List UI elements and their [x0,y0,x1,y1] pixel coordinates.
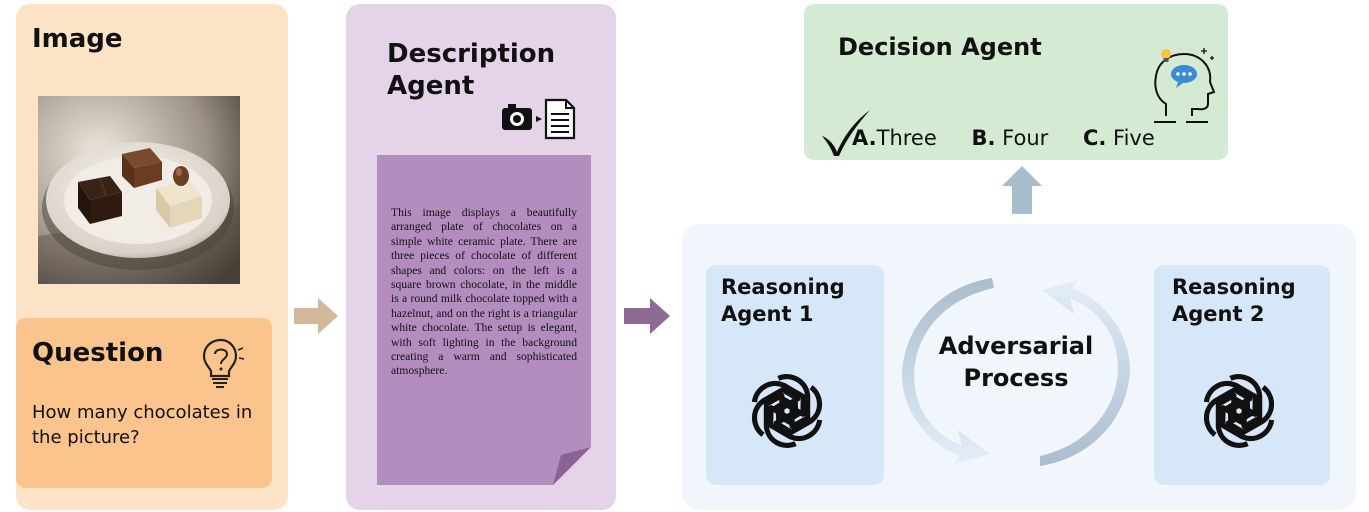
reasoning-agent-2-title: Reasoning Agent 2 [1172,274,1296,328]
chocolate-photo [38,96,240,284]
reasoning-agent-2-line2: Agent 2 [1172,302,1265,326]
decision-panel [804,4,1228,160]
adversarial-process-label: Adversarial Process [912,330,1120,394]
image-panel-title: Image [32,24,123,54]
decision-agent-title: Decision Agent [838,33,1042,61]
arrow-right-icon [294,298,338,334]
reasoning-agent-1-title: Reasoning Agent 1 [721,274,845,328]
cycle-arrows-icon [902,278,1130,466]
answer-options: A.Three B. Four C. Five [852,126,1183,150]
lightbulb-icon [202,338,244,388]
arrow-right-icon [624,298,670,334]
document-sheet [377,155,591,485]
reasoning-agent-1-line1: Reasoning [721,275,845,299]
reasoning-agent-1-line2: Agent 1 [721,302,814,326]
process-line2: Process [963,364,1069,392]
checkmark-icon [822,110,870,156]
question-box [16,318,272,488]
question-text: How many chocolates in the picture? [32,402,253,448]
question-title: Question [32,338,164,368]
reasoning-agent-1-box [706,265,884,485]
process-line1: Adversarial [938,332,1094,360]
camera-to-document-icon [502,98,576,140]
description-text: This image displays a beautifully arrang… [391,206,577,378]
head-idea-icon [1154,48,1216,123]
description-title-line2: Agent [387,71,475,101]
option-c: C. Five [1082,126,1155,150]
reasoning-agent-2-line1: Reasoning [1172,275,1296,299]
openai-logo-icon [1196,368,1282,454]
option-b: B. Four [971,126,1049,150]
openai-logo-icon [744,368,830,454]
description-agent-title: Description Agent [387,38,555,102]
arrow-up-icon [1002,166,1042,214]
description-title-line1: Description [387,39,556,69]
option-a: A.Three [852,126,937,150]
